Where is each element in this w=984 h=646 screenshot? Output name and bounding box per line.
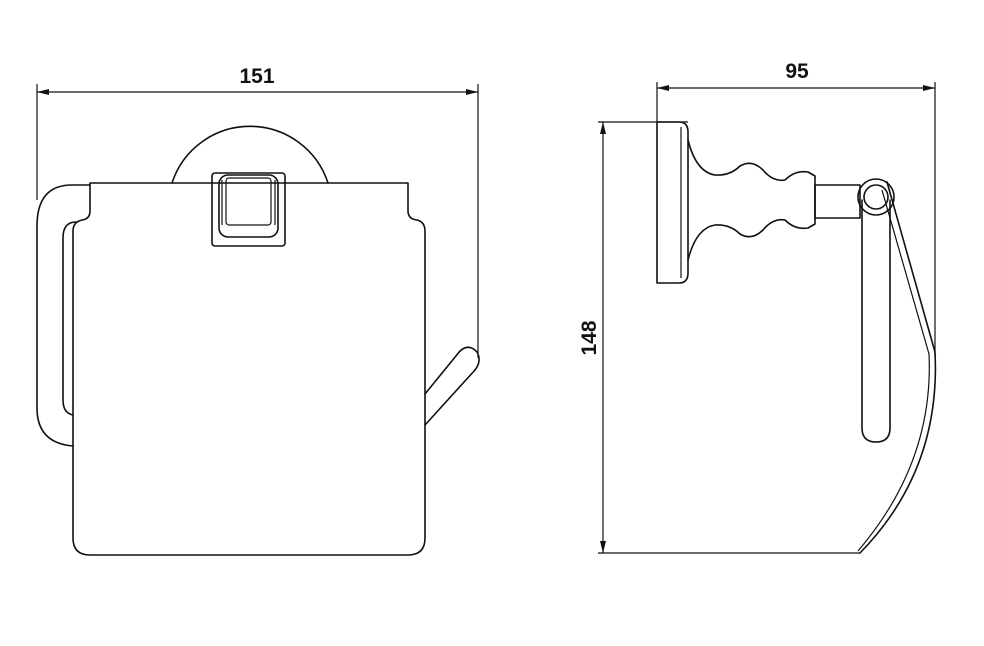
arm-outer-edge xyxy=(36,184,91,447)
width-dimension-label: 151 xyxy=(239,65,274,88)
hinge-inner xyxy=(218,174,279,238)
ornamental-stem xyxy=(687,139,816,261)
arm-inner-edge xyxy=(62,221,77,416)
cover-profile-outer xyxy=(859,181,937,554)
roller-pin xyxy=(424,346,480,426)
depth-dimension-label: 95 xyxy=(785,60,809,83)
pivot-inner xyxy=(863,184,889,210)
hinge-block xyxy=(211,172,286,247)
hinge-outer xyxy=(211,172,286,247)
roller-pin-top-edge xyxy=(424,350,461,395)
height-dimension-label: 148 xyxy=(578,320,601,355)
roller-pin-bottom-edge xyxy=(424,369,476,426)
hinge-core xyxy=(225,177,272,226)
wall-mount-disc xyxy=(171,125,329,184)
roller-pin-end-cap xyxy=(459,346,480,371)
height-dimension: 148 xyxy=(578,121,860,554)
hanging-rod xyxy=(861,199,891,443)
pivot-outer xyxy=(857,178,895,216)
width-dimension: 151 xyxy=(36,65,479,358)
cover-profile-inner xyxy=(857,189,930,552)
connecting-bar xyxy=(814,184,861,219)
depth-dimension: 95 xyxy=(656,60,936,356)
wall-plate xyxy=(656,121,689,284)
side-view: 95 148 xyxy=(578,60,937,554)
front-view: 151 xyxy=(36,65,480,556)
cover-lid xyxy=(72,182,426,556)
